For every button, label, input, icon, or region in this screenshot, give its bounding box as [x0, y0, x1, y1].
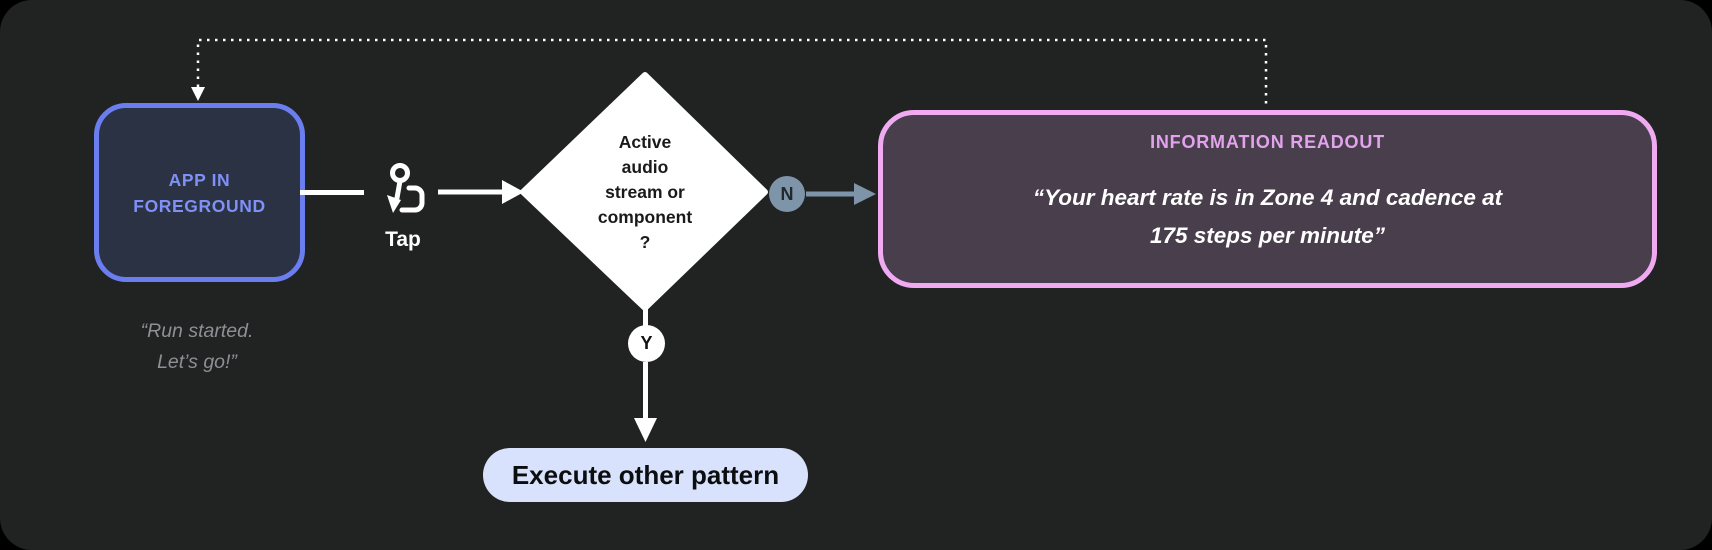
app-node-label-line2: FOREGROUND — [133, 195, 266, 216]
arrow-yes-to-action — [634, 362, 657, 442]
tap-label: Tap — [385, 228, 421, 251]
connector-app-to-tap — [300, 190, 364, 195]
app-node-caption: “Run started. Let’s go!” — [77, 316, 317, 378]
app-in-foreground-node: APP IN FOREGROUND — [94, 103, 305, 282]
arrowhead-right-icon — [502, 180, 524, 204]
readout-quote-line2: 175 steps per minute” — [1149, 223, 1386, 248]
information-readout-node: INFORMATION READOUT “Your heart rate is … — [878, 110, 1657, 288]
caption-line1: “Run started. — [140, 320, 254, 342]
arrowhead-right-icon — [854, 183, 876, 205]
caption-line2: Let’s go!” — [157, 351, 237, 373]
branch-yes-label: Y — [640, 333, 653, 353]
decision-line2: audio — [621, 157, 669, 177]
execute-other-pattern-node: Execute other pattern — [483, 448, 808, 502]
branch-yes-badge: Y — [628, 325, 665, 362]
branch-no-label: N — [780, 183, 794, 204]
action-label: Execute other pattern — [511, 459, 780, 490]
arrow-no-to-readout — [806, 183, 876, 205]
decision-line1: Active — [618, 132, 672, 152]
decision-line5: ? — [639, 232, 651, 252]
decision-text: Active audio stream or component ? — [523, 130, 767, 255]
decision-line4: component — [597, 207, 693, 227]
readout-quote-line1: “Your heart rate is in Zone 4 and cadenc… — [1032, 185, 1503, 210]
readout-title: INFORMATION READOUT — [1150, 132, 1385, 152]
arrow-tap-to-decision — [438, 180, 524, 204]
tap-gesture-icon — [387, 163, 425, 213]
arrowhead-down-icon — [191, 87, 205, 101]
decision-line3: stream or — [605, 182, 685, 202]
connector-decision-to-yes — [643, 306, 648, 327]
feedback-loop-dotted-path — [191, 38, 1268, 108]
app-node-label-line1: APP IN — [168, 169, 231, 190]
branch-no-badge: N — [769, 176, 805, 212]
arrowhead-down-icon — [634, 418, 657, 442]
